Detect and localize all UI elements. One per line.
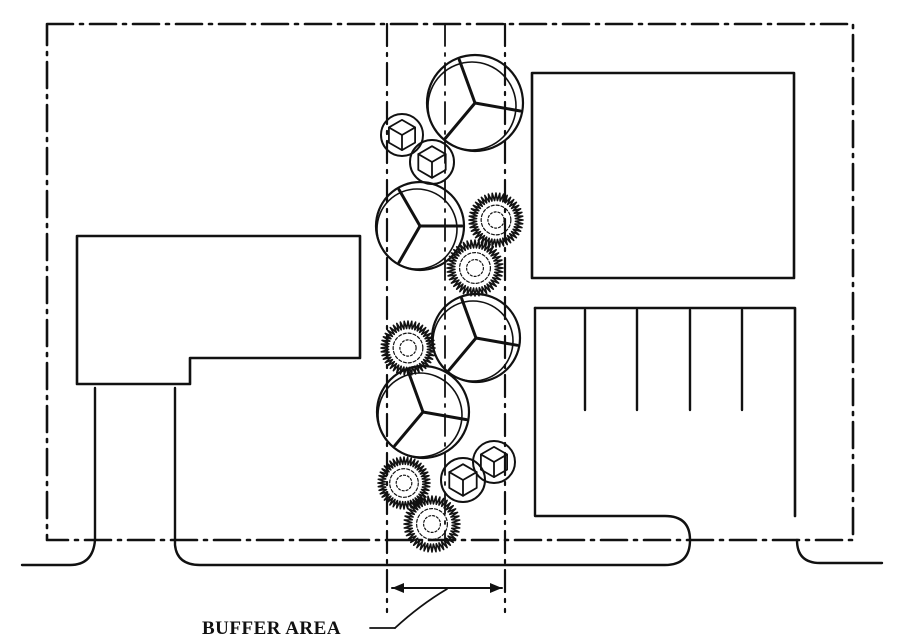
- shrub: [380, 113, 424, 157]
- deciduous-tree: [425, 53, 525, 153]
- street-curb: [20, 306, 884, 567]
- buffer-dimension: [369, 583, 503, 629]
- evergreen-shrub: [446, 239, 504, 297]
- buffer-plantings: [374, 53, 525, 553]
- evergreen-shrub: [468, 192, 524, 248]
- house-building: [75, 234, 362, 386]
- deciduous-tree: [374, 180, 466, 272]
- shrub: [440, 457, 486, 503]
- evergreen-shrub: [377, 456, 431, 510]
- shrub: [472, 440, 516, 484]
- commercial-building: [530, 71, 796, 280]
- deciduous-tree: [375, 364, 471, 460]
- parking-lot: [533, 306, 797, 518]
- buffer-area-label: BUFFER AREA: [202, 618, 341, 639]
- shrub: [409, 139, 455, 185]
- evergreen-shrub: [403, 495, 461, 553]
